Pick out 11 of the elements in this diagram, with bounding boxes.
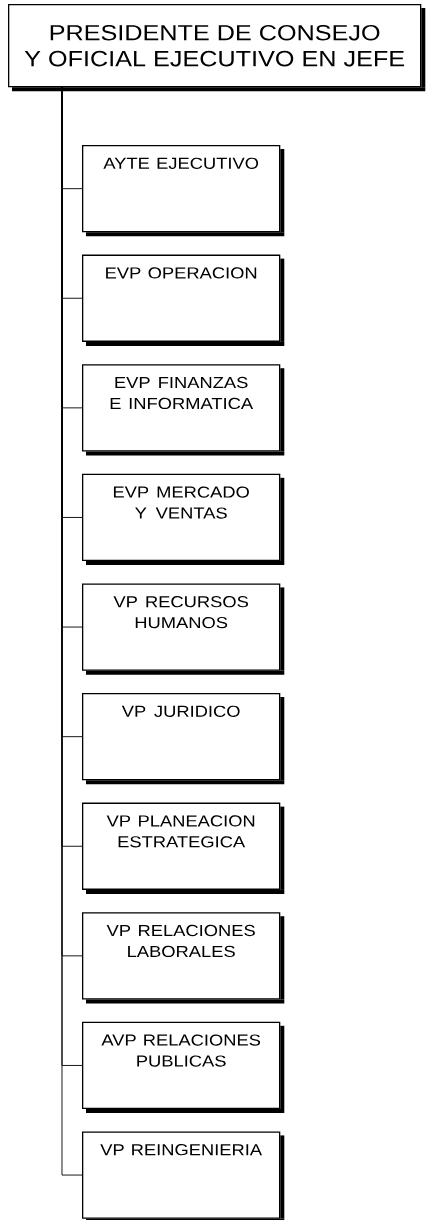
position-box: EVP FINANZAS E INFORMATICA	[82, 364, 285, 456]
position-box: VP RELACIONES LABORALES	[82, 912, 285, 1004]
position-box: VP JURIDICO	[82, 693, 285, 785]
position-box: VP RECURSOS HUMANOS	[82, 583, 285, 675]
position-box: AYTE EJECUTIVO	[82, 145, 285, 237]
position-box: VP REINGENIERIA	[82, 1131, 285, 1220]
position-box: AVP RELACIONES PUBLICAS	[82, 1021, 285, 1114]
position-box: EVP MERCADO Y VENTAS	[82, 473, 285, 566]
executive-box: PRESIDENTE DE CONSEJO Y OFICIAL EJECUTIVO EN JEFE	[8, 4, 426, 92]
position-box: VP PLANEACION ESTRATEGICA	[82, 802, 285, 894]
position-box: EVP OPERACION	[82, 254, 285, 346]
